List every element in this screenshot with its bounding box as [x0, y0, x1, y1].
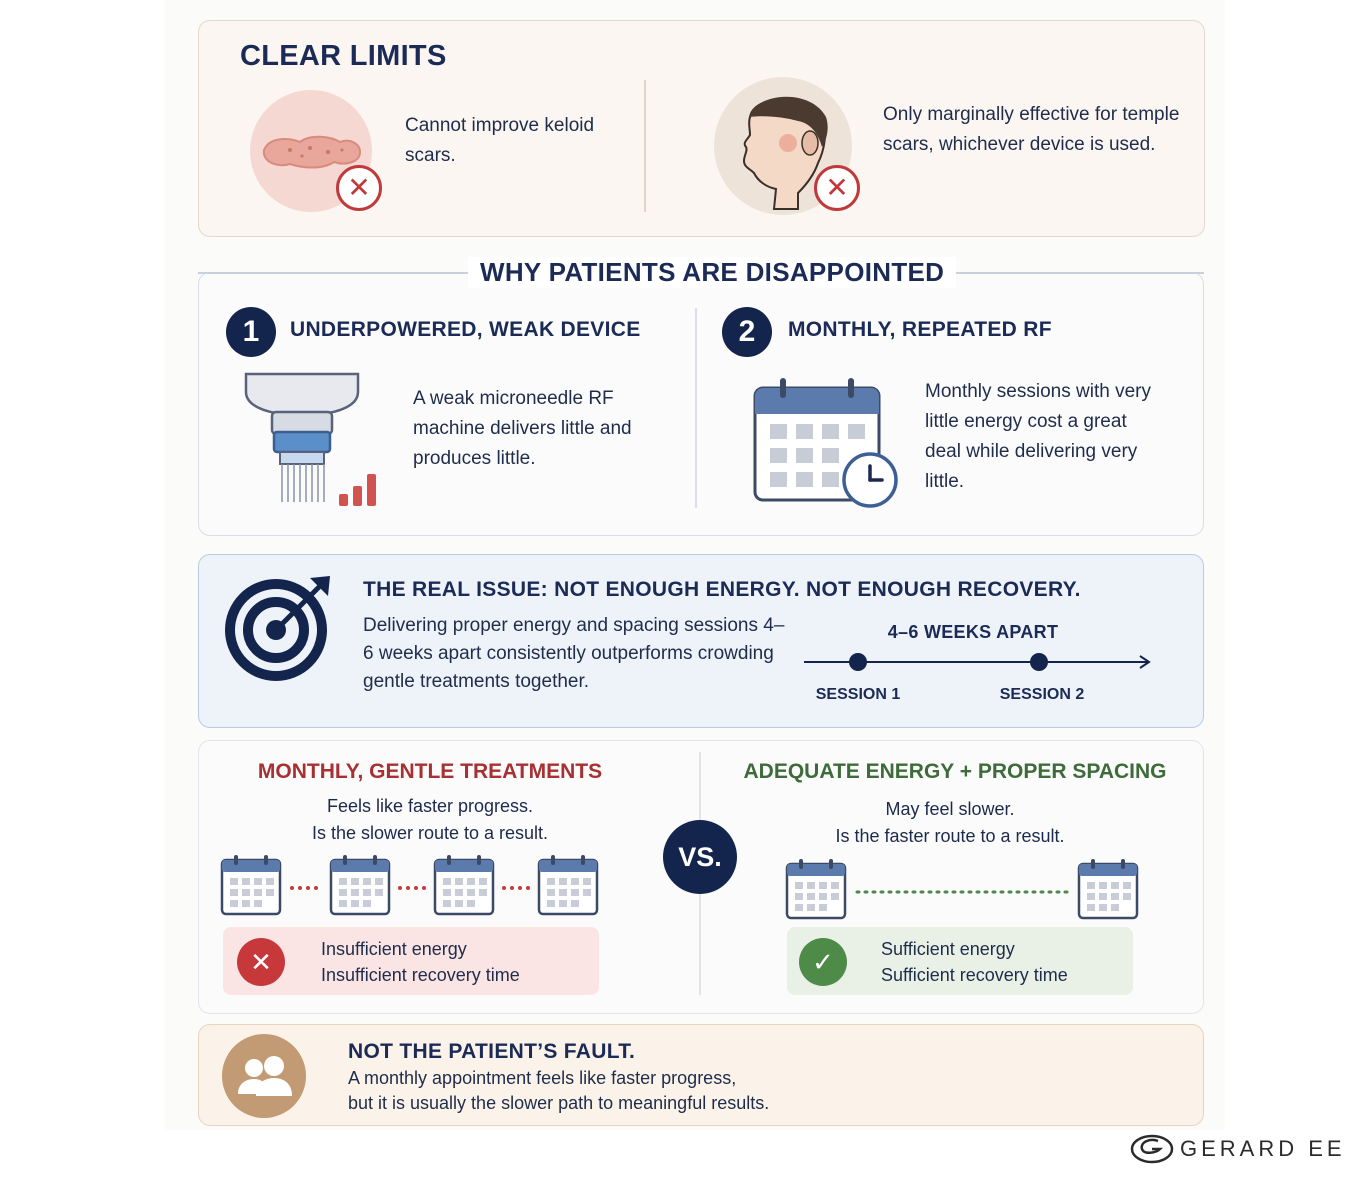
vs-badge: VS.: [663, 820, 737, 894]
monthly-gentle-line-1: Feels like faster progress.: [326, 796, 534, 816]
clear-limits-divider: [644, 80, 646, 212]
weak-device-text: A weak microneedle RF machine delivers l…: [413, 388, 632, 469]
monthly-gentle-description: Feels like faster progress. Is the slowe…: [220, 793, 640, 847]
insufficient-status-text: Insufficient energy Insufficient recover…: [321, 936, 520, 988]
sufficient-energy-text: Sufficient energy: [881, 939, 1015, 959]
calendar-clock-icon: [752, 376, 902, 512]
keloid-limit-text: Cannot improve keloid scars.: [405, 115, 595, 166]
people-icon: [222, 1034, 306, 1118]
why-disappointed-card: [198, 272, 1204, 536]
x-circle-icon: ✕: [237, 938, 285, 986]
patient-fault-card: [198, 1024, 1204, 1126]
real-issue-heading: THE REAL ISSUE: NOT ENOUGH ENERGY. NOT E…: [363, 578, 1081, 601]
real-issue-text: Delivering proper energy and spacing ses…: [363, 615, 785, 692]
monthly-gentle-line-2: Is the slower route to a result.: [311, 823, 549, 843]
title-rule-left: [198, 272, 468, 274]
patient-fault-text: A monthly appointment feels like faster …: [348, 1066, 769, 1116]
monthly-repeated-heading: MONTHLY, REPEATED RF: [788, 318, 1052, 341]
underpowered-heading: UNDERPOWERED, WEAK DEVICE: [290, 318, 641, 341]
session-2-label: SESSION 2: [999, 686, 1085, 703]
adequate-energy-line-1: May feel slower.: [885, 799, 1015, 819]
adequate-energy-description: May feel slower. Is the faster route to …: [730, 796, 1170, 850]
number-badge-1: 1: [226, 307, 276, 357]
insufficient-status-box: [223, 927, 599, 995]
check-circle-icon: ✓: [799, 938, 847, 986]
weeks-apart-label: 4–6 WEEKS APART: [887, 622, 1059, 642]
rf-device-icon: [242, 372, 392, 512]
adequate-energy-heading: ADEQUATE ENERGY + PROPER SPACING: [743, 760, 1167, 783]
not-effective-x-icon: ✕: [814, 165, 860, 211]
patient-fault-heading: NOT THE PATIENT’S FAULT.: [348, 1040, 636, 1063]
number-badge-2: 2: [722, 307, 772, 357]
temple-limit-text: Only marginally effective for temple sca…: [883, 104, 1180, 155]
target-arrow-icon: [224, 574, 334, 684]
session-timeline: [802, 651, 1154, 673]
spaced-calendars-row: [785, 857, 1141, 922]
patient-fault-line-2: but it is usually the slower path to mea…: [348, 1093, 770, 1113]
clear-limits-title: CLEAR LIMITS: [240, 40, 447, 72]
monthly-gentle-heading: MONTHLY, GENTLE TREATMENTS: [257, 760, 603, 783]
why-divider: [695, 308, 697, 508]
insufficient-recovery-text: Insufficient recovery time: [321, 965, 520, 985]
why-disappointed-title: WHY PATIENTS ARE DISAPPOINTED: [468, 257, 957, 288]
brand-name: GERARD EE: [1180, 1136, 1346, 1161]
sufficient-status-text: Sufficient energy Sufficient recovery ti…: [881, 936, 1068, 988]
monthly-sessions-text: Monthly sessions with very little energy…: [925, 381, 1151, 492]
patient-fault-line-1: A monthly appointment feels like faster …: [348, 1068, 737, 1088]
not-effective-x-icon: ✕: [336, 165, 382, 211]
session-1-label: SESSION 1: [815, 686, 901, 703]
gerard-ee-logo: [1130, 1134, 1174, 1164]
title-rule-right: [930, 272, 1204, 274]
sufficient-recovery-text: Sufficient recovery time: [881, 965, 1068, 985]
adequate-energy-line-2: Is the faster route to a result.: [835, 826, 1065, 846]
monthly-calendars-row: [220, 853, 602, 918]
insufficient-energy-text: Insufficient energy: [321, 939, 467, 959]
real-issue-card: [198, 554, 1204, 728]
